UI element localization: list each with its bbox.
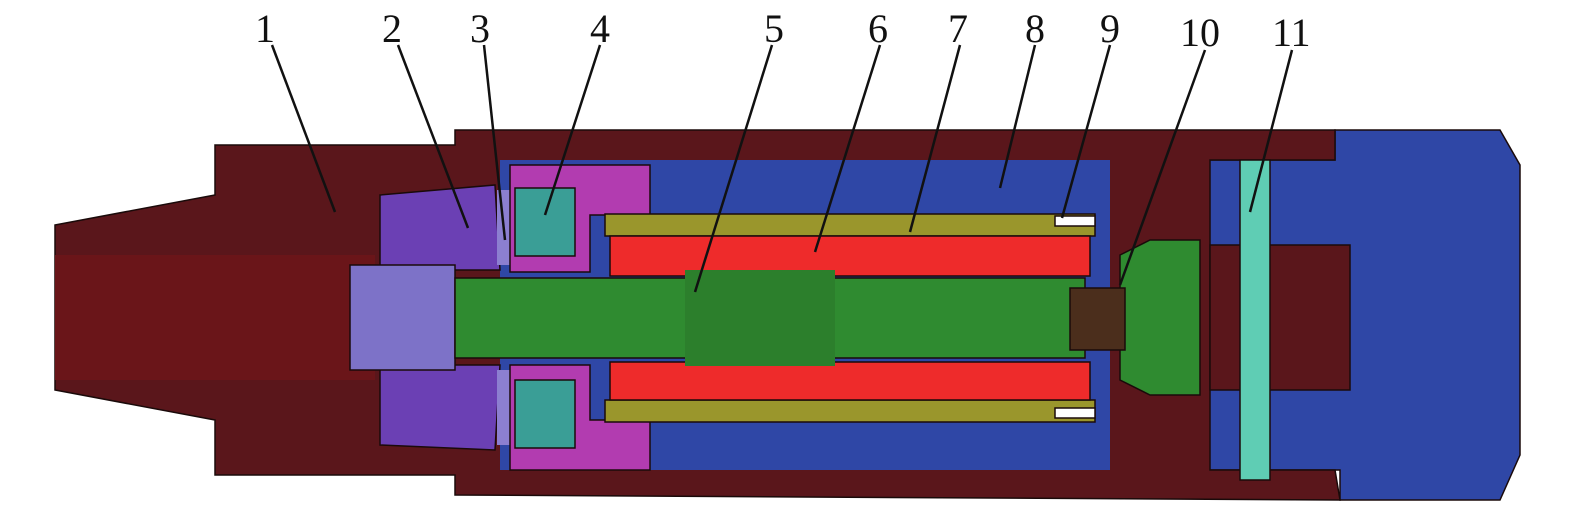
part-10-coupling (1069, 287, 1126, 351)
part-9-seal-top (1054, 215, 1096, 227)
label-2: 2 (382, 6, 402, 51)
part-6-bottom (609, 361, 1091, 401)
label-4: 4 (590, 6, 610, 51)
part-right-sleeve (1209, 244, 1351, 391)
label-1: 1 (255, 6, 275, 51)
part-9-seal-bottom (1054, 407, 1096, 419)
label-8: 8 (1025, 6, 1045, 51)
label-6: 6 (868, 6, 888, 51)
label-5: 5 (764, 6, 784, 51)
label-11: 11 (1272, 10, 1311, 55)
part-4-bearing-top (514, 187, 576, 257)
part-11-ring (1239, 159, 1271, 481)
leader-lines (270, 44, 1294, 293)
part-6-top (609, 235, 1091, 277)
part-7-bottom (604, 399, 1096, 423)
part-1-bore (55, 255, 375, 380)
part-7-top (604, 213, 1096, 237)
label-7: 7 (948, 6, 968, 51)
label-9: 9 (1100, 6, 1120, 51)
part-2-cap (349, 264, 456, 371)
part-5-spline (685, 270, 835, 366)
label-3: 3 (470, 6, 490, 51)
part-4-bearing-bottom (514, 379, 576, 449)
part-green-head (1119, 239, 1201, 396)
part-3-washer-bottom (497, 370, 513, 445)
label-10: 10 (1180, 10, 1220, 55)
